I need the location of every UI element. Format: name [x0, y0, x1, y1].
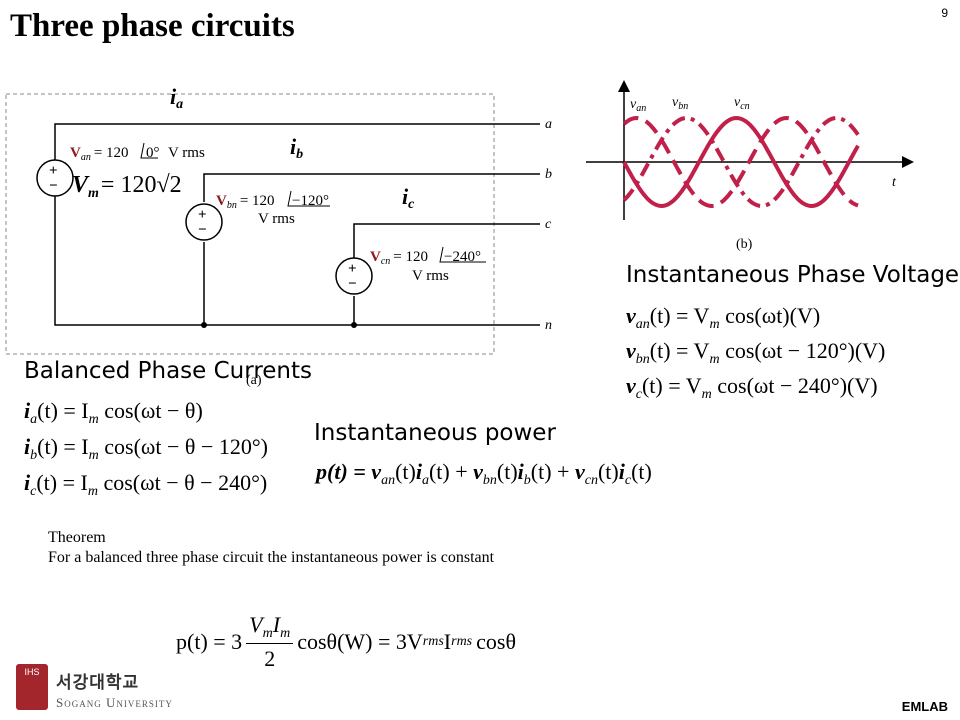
- current-equation-b: ib(t) = Im cos(ωt − θ − 120°): [24, 434, 268, 463]
- theorem-label: Theorem: [48, 529, 106, 546]
- current-label-ib: ib: [290, 134, 303, 162]
- footer-brand: EMLAB: [901, 699, 948, 714]
- result-fraction: VmIm 2: [246, 614, 294, 670]
- node-label-n: n: [545, 318, 552, 333]
- svg-text:Vcn= 120: Vcn= 120: [370, 249, 428, 267]
- svg-text:−240°: −240°: [444, 249, 481, 265]
- junction-dot-b: [201, 322, 207, 328]
- theorem-statement: For a balanced three phase circuit the i…: [48, 549, 495, 566]
- waveform-diagram: t van vbn vcn (b): [586, 80, 914, 252]
- source-an: + −: [36, 159, 74, 197]
- voltage-equation-bn: vbn(t) = Vm cos(ωt − 120°)(V): [626, 338, 886, 367]
- waveform-van: [622, 115, 860, 209]
- waveform-axis-label: t: [892, 175, 897, 190]
- power-heading: Instantaneous power: [314, 420, 556, 446]
- circuit-wires: [54, 123, 540, 326]
- page-number: 9: [941, 6, 948, 20]
- voltage-equation-an: van(t) = Vm cos(ωt)(V): [626, 303, 821, 332]
- vm-formula: Vm= 120√2: [72, 172, 182, 201]
- svg-text:+: +: [198, 207, 207, 223]
- currents-heading: Balanced Phase Currents: [24, 358, 312, 384]
- university-seal-icon: IHS: [16, 664, 48, 710]
- node-label-a: a: [545, 117, 552, 132]
- svg-text:−: −: [198, 222, 207, 238]
- waveform-vcn: [622, 115, 860, 209]
- waveform-label-vcn: vcn: [734, 95, 750, 112]
- junction-dot-c: [351, 322, 357, 328]
- current-label-ia: ia: [170, 84, 183, 112]
- voltages-heading: Instantaneous Phase Voltages: [626, 262, 960, 288]
- three-phase-circuit-diagram: + − + − + − a b c n ia ib ic Van= 120 0°…: [5, 84, 552, 388]
- voltage-equation-cn: vc(t) = Vm cos(ωt − 240°)(V): [626, 373, 878, 402]
- svg-text:−: −: [49, 178, 58, 194]
- source-an-label: Van= 120 0° V rms: [70, 142, 205, 163]
- svg-text:−120°: −120°: [292, 193, 329, 209]
- svg-text:Vm= 120√2: Vm= 120√2: [72, 172, 182, 201]
- circuit-caption: (a): [246, 373, 262, 388]
- waveform-vbn: [622, 115, 859, 209]
- logo-english: Sogang University: [56, 695, 173, 710]
- svg-text:+: +: [49, 163, 58, 179]
- waveform-caption: (b): [736, 237, 753, 252]
- source-cn: + −: [335, 257, 373, 295]
- source-bn: + −: [185, 203, 223, 241]
- logo-korean: 서강대학교: [56, 673, 140, 693]
- current-equation-c: ic(t) = Im cos(ωt − θ − 240°): [24, 470, 268, 499]
- power-equation: p(t) = van(t)ia(t) + vbn(t)ib(t) + vcn(t…: [316, 459, 652, 488]
- waveform-x-arrow: [902, 156, 914, 168]
- theorem-block: Theorem For a balanced three phase circu…: [48, 528, 494, 568]
- waveform-y-arrow: [618, 80, 630, 92]
- node-label-c: c: [545, 217, 552, 232]
- source-bn-label: Vbn= 120 −120° V rms: [216, 190, 330, 227]
- svg-text:−: −: [348, 276, 357, 292]
- university-logo: 서강대학교 Sogang University: [56, 668, 173, 711]
- svg-text:V rms: V rms: [412, 268, 449, 284]
- svg-text:Van= 120: Van= 120: [70, 145, 129, 163]
- svg-text:V rms: V rms: [258, 211, 295, 227]
- node-label-b: b: [545, 167, 552, 182]
- slide-title: Three phase circuits: [10, 8, 295, 44]
- current-label-ic: ic: [402, 184, 415, 212]
- svg-text:Vbn= 120: Vbn= 120: [216, 193, 275, 211]
- svg-text:0°: 0°: [146, 145, 160, 161]
- waveform-label-vbn: vbn: [672, 95, 688, 112]
- source-cn-label: Vcn= 120 −240° V rms: [370, 246, 486, 284]
- svg-text:+: +: [348, 261, 357, 277]
- svg-text:V rms: V rms: [168, 145, 205, 161]
- current-equation-a: ia(t) = Im cos(ωt − θ): [24, 398, 203, 427]
- waveform-label-van: van: [630, 97, 646, 114]
